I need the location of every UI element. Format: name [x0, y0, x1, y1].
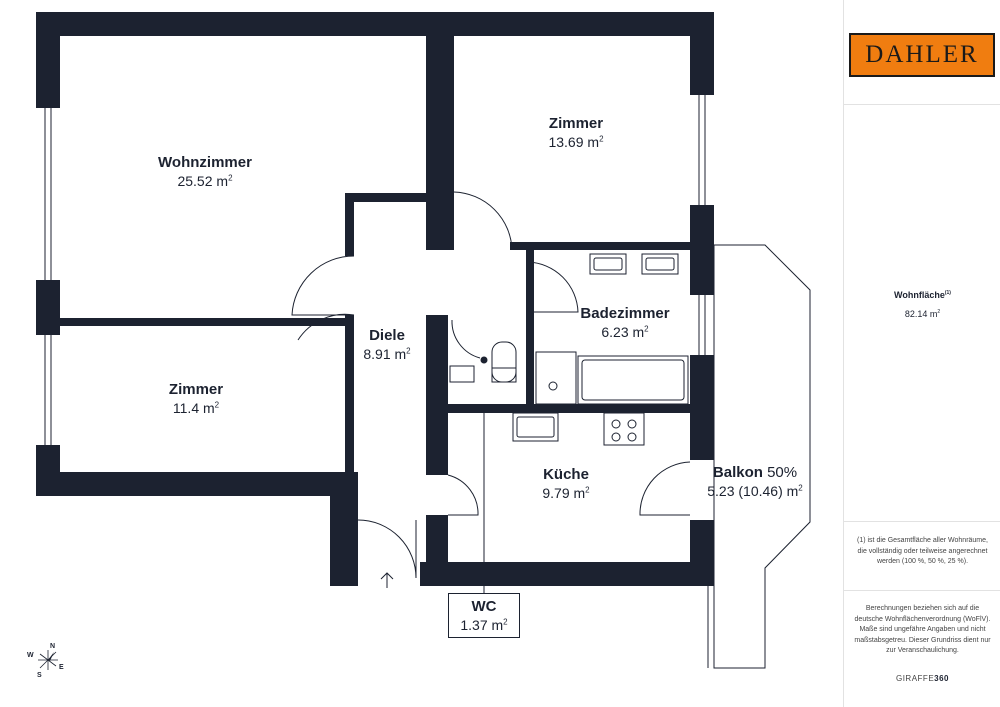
- room-name: Zimmer: [548, 115, 604, 132]
- entrance-arrow-icon: [380, 572, 394, 588]
- wohnflaeche-value: 82.14 m2: [904, 309, 941, 319]
- room-wc: WC 1.37 m2: [448, 593, 520, 638]
- giraffe360-brand: GIRAFFE360: [895, 674, 950, 683]
- room-kueche: Küche 9.79 m2: [516, 466, 616, 502]
- room-area: 6.23 m: [601, 323, 645, 340]
- balcony-outline: [713, 244, 811, 669]
- compass-e: E: [59, 664, 64, 671]
- info-sidebar: DAHLER Wohnfläche(1) 82.14 m2 (1) ist di…: [843, 0, 1000, 707]
- note-wohnflaeche: (1) ist die Gesamtfläche aller Wohnräume…: [857, 537, 988, 565]
- room-name: Zimmer: [168, 381, 224, 398]
- room-zimmer-sw: Zimmer 11.4 m2: [140, 381, 252, 417]
- room-name: Badezimmer: [580, 305, 670, 322]
- windows: [36, 95, 714, 520]
- compass-w: W: [27, 652, 34, 659]
- compass-icon: N E S W: [26, 640, 72, 682]
- room-area: 25.52 m: [177, 172, 229, 189]
- room-balkon: Balkon 50% 5.23 (10.46) m2: [707, 464, 803, 499]
- note-calculation: Berechnungen beziehen sich auf die deuts…: [854, 605, 991, 654]
- floor-plan: [36, 12, 811, 669]
- room-diele: Diele 8.91 m2: [346, 327, 428, 363]
- room-area: 8.91 m: [363, 345, 407, 362]
- room-name: WC: [471, 598, 497, 615]
- wohnflaeche-label: Wohnfläche(1): [894, 290, 951, 300]
- compass-s: S: [37, 672, 42, 679]
- drain: [480, 356, 488, 364]
- room-name: Küche: [543, 466, 589, 483]
- room-name: Diele: [369, 327, 405, 344]
- room-area: 1.37 m: [460, 616, 504, 633]
- dahler-logo: DAHLER: [849, 33, 995, 77]
- room-name: Wohnzimmer: [158, 154, 252, 171]
- fixtures: [449, 253, 689, 446]
- doors: [291, 191, 691, 579]
- room-area: 9.79 m: [542, 484, 586, 501]
- room-percentage: 50%: [767, 464, 798, 481]
- room-name: Balkon: [712, 464, 763, 481]
- room-area: 11.4 m: [172, 399, 215, 416]
- room-area: 13.69 m: [548, 133, 600, 150]
- compass-n: N: [50, 643, 56, 650]
- room-badezimmer: Badezimmer 6.23 m2: [565, 305, 685, 341]
- room-wohnzimmer: Wohnzimmer 25.52 m2: [135, 154, 275, 190]
- room-zimmer-ne: Zimmer 13.69 m2: [516, 115, 636, 151]
- room-area: 5.23 (10.46) m: [707, 482, 799, 499]
